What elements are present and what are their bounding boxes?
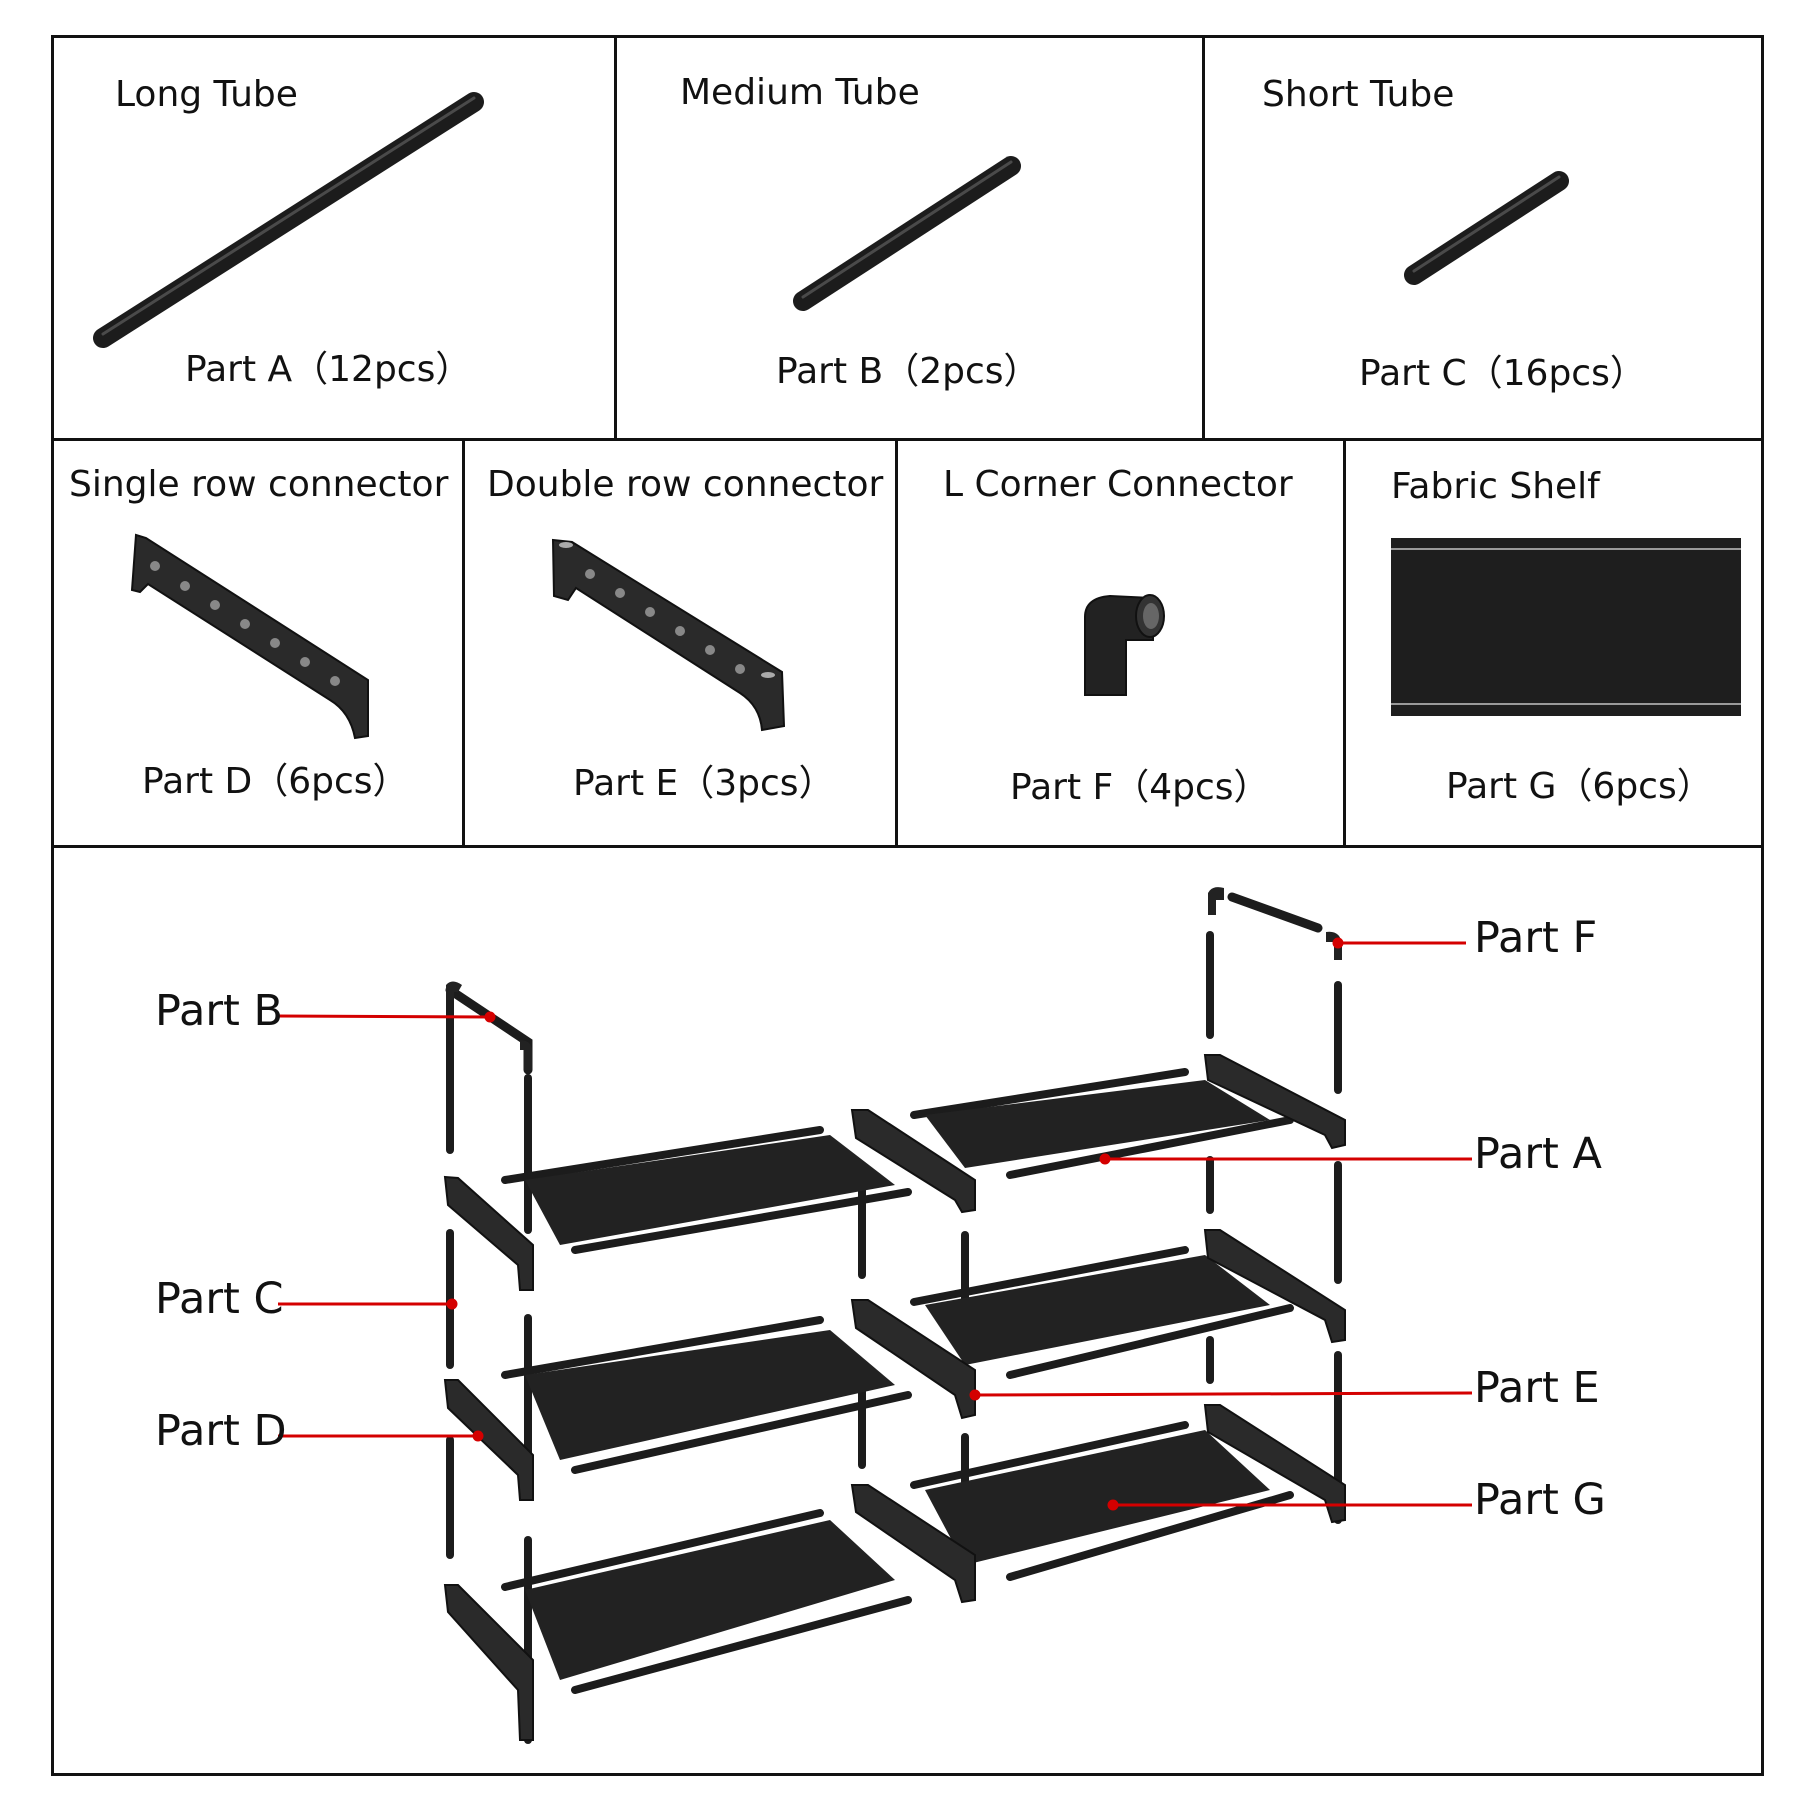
part-g-caption: Part G（6pcs） [1446,766,1713,807]
medium-tube-illustration [793,156,1021,311]
double-row-connector-illustration [551,538,786,732]
fabric-shelf-illustration [1391,538,1741,716]
part-d-title: Single row connector [69,464,449,505]
single-row-connector-illustration [130,533,369,740]
part-a-caption: Part A（12pcs） [185,349,472,390]
part-b-caption: Part B（2pcs） [776,351,1040,392]
row-divider-1 [51,438,1764,441]
col-divider-r2-1 [462,440,465,847]
col-divider-r2-2 [895,440,898,847]
callout-part-a: Part A [1474,1129,1602,1179]
part-f-title: L Corner Connector [943,464,1293,505]
part-c-caption: Part C（16pcs） [1359,353,1646,394]
callout-part-e: Part E [1474,1363,1600,1413]
callout-part-f: Part F [1474,913,1598,963]
l-corner-connector-illustration [1084,594,1165,696]
long-tube-illustration [93,92,484,348]
part-c-title: Short Tube [1262,74,1455,115]
part-e-caption: Part E（3pcs） [573,763,835,804]
short-tube-illustration [1404,171,1569,285]
callout-part-c: Part C [155,1274,284,1324]
callout-part-g: Part G [1474,1475,1606,1525]
part-e-title: Double row connector [487,464,884,505]
part-a-title: Long Tube [115,74,298,115]
callout-part-d: Part D [155,1406,287,1456]
part-f-caption: Part F（4pcs） [1010,767,1270,808]
col-divider-r1-2 [1202,35,1205,440]
part-d-caption: Part D（6pcs） [142,761,409,802]
col-divider-r2-3 [1343,440,1346,847]
row-divider-2 [51,845,1764,848]
callout-part-b: Part B [155,986,284,1036]
col-divider-r1-1 [614,35,617,440]
part-b-title: Medium Tube [680,72,920,113]
part-g-title: Fabric Shelf [1391,466,1600,507]
parts-sheet [51,35,1764,1776]
